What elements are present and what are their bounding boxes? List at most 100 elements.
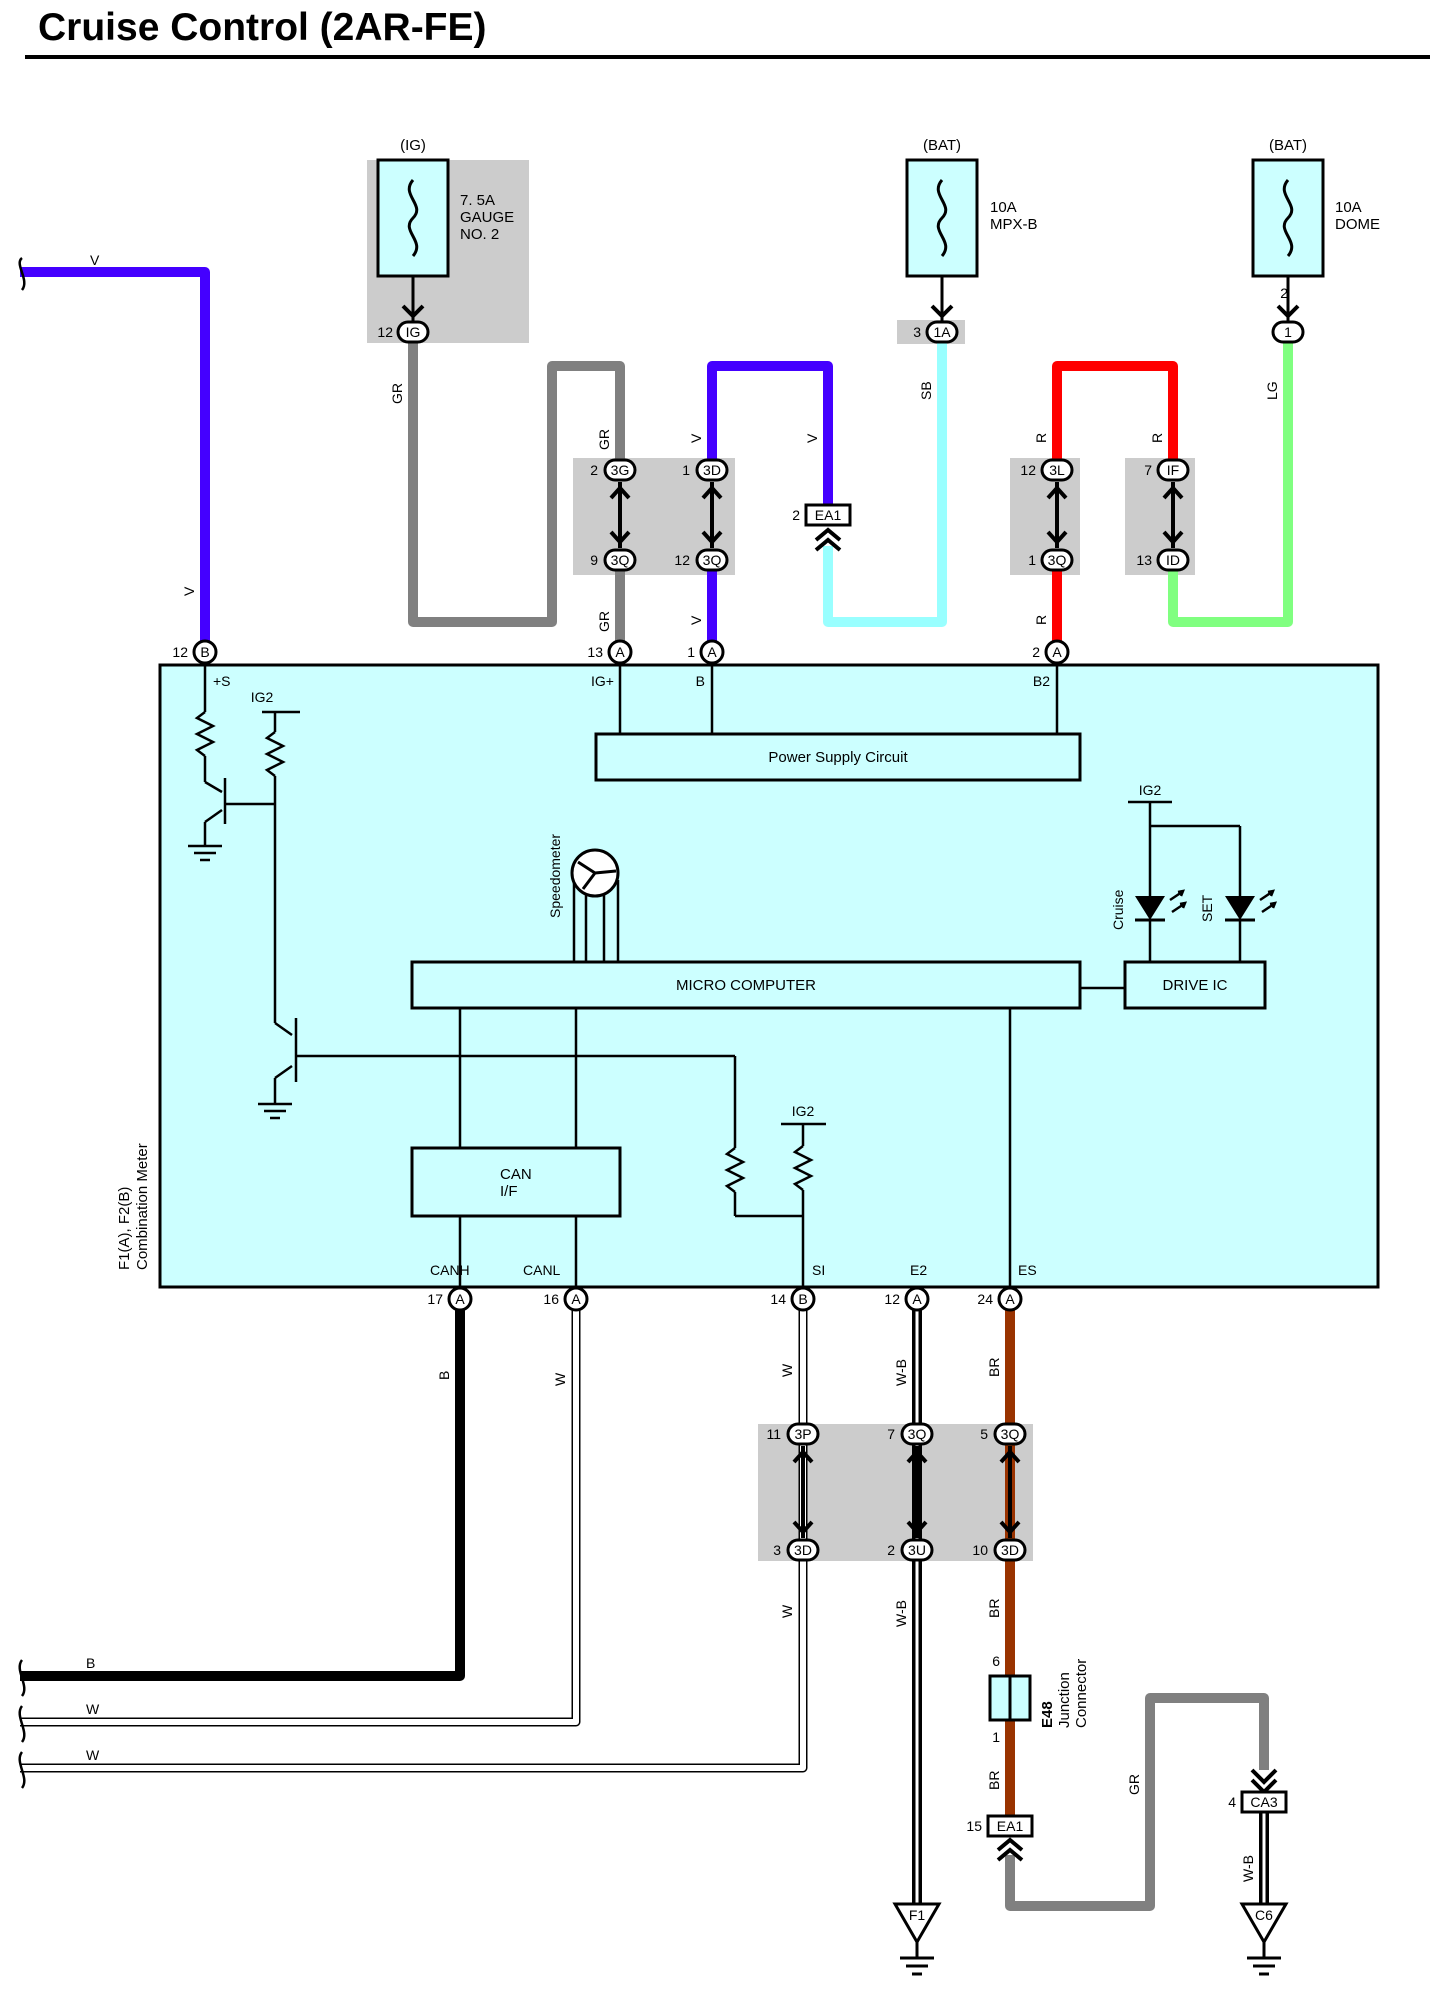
splice-3q-lower-top: 3Q	[908, 1426, 927, 1442]
wire-label-e2-wb1: W-B	[893, 1359, 909, 1386]
splice-3g-pin-top: 2	[590, 462, 598, 478]
fuse-ig-source: (IG)	[400, 137, 426, 154]
connector-ea1-bottom-label: EA1	[997, 1818, 1024, 1834]
wire-label-gr-up: GR	[596, 429, 612, 450]
meter-pin-24a-conn: A	[1005, 1291, 1015, 1307]
meter-pin-16a-num: 16	[543, 1291, 559, 1307]
junction-name-2: Connector	[1073, 1659, 1090, 1728]
power-supply-circuit-label: Power Supply Circuit	[768, 749, 908, 766]
wire-label-e2-wb2: W-B	[893, 1600, 909, 1627]
fuse-ig-name2: NO. 2	[460, 226, 499, 243]
meter-pin-12a	[904, 1286, 930, 1312]
wire-lg	[1168, 336, 1293, 627]
meter-pin-e2-label: E2	[910, 1262, 927, 1278]
splice-3l-pin-top: 12	[1020, 462, 1036, 478]
wire-label-es-br1: BR	[986, 1358, 1002, 1377]
wire-label-bl-w2: W	[86, 1747, 100, 1763]
splice-3l-3q	[1040, 458, 1074, 572]
meter-pin-12a-num: 12	[884, 1291, 900, 1307]
meter-name-label: Combination Meter	[134, 1143, 151, 1270]
wire-label-left-v2: V	[181, 586, 197, 596]
meter-pin-16a	[563, 1286, 589, 1312]
wire-label-es-br3: BR	[986, 1771, 1002, 1790]
connector-ig-pin: 12	[377, 324, 393, 340]
splice-3q-3u	[900, 1422, 934, 1562]
junction-pin-top: 6	[992, 1653, 1000, 1669]
set-led-label: SET	[1199, 894, 1215, 922]
connector-1a	[925, 304, 959, 344]
meter-pin-17a-conn: A	[455, 1291, 465, 1307]
meter-ref-label: F1(A), F2(B)	[116, 1187, 133, 1270]
connector-ca3-pin: 4	[1228, 1794, 1236, 1810]
splice-id-bot: ID	[1166, 552, 1180, 568]
splice-3d-bot: 3Q	[703, 552, 722, 568]
ground-f1-label: F1	[909, 1907, 926, 1923]
wire-gr-bottom	[1005, 1693, 1269, 1911]
splice-3d-lower-pin-bot: 3	[773, 1542, 781, 1558]
meter-pin-12b-label: +S	[213, 673, 231, 689]
splice-3u-bot: 3U	[908, 1542, 926, 1558]
wire-label-si-w1: W	[779, 1363, 795, 1377]
speedometer-gauge	[570, 848, 620, 898]
splice-3q-es-pin-top: 5	[980, 1426, 988, 1442]
fuse-dome	[1251, 158, 1325, 278]
connector-ea1-top-pin: 2	[792, 507, 800, 523]
ig2-si-label: IG2	[792, 1103, 815, 1119]
junction-pin-bot: 1	[992, 1729, 1000, 1745]
wire-gr-ig	[408, 340, 625, 627]
fuse-mpx-name: MPX-B	[990, 216, 1038, 233]
can-if-label-1: CAN	[500, 1166, 532, 1183]
splice-3d-3q	[695, 458, 729, 572]
splice-3g-bot: 3Q	[611, 552, 630, 568]
junction-id: E48	[1039, 1701, 1056, 1728]
fuse-dome-name: DOME	[1335, 216, 1380, 233]
splice-3p-3d	[786, 1422, 820, 1562]
connector-ca3	[1240, 1768, 1288, 1814]
connector-1a-label: 1A	[933, 324, 951, 340]
wire-label-lg: LG	[1264, 381, 1280, 400]
wire-label-r-left: R	[1033, 433, 1049, 443]
connector-1	[1271, 304, 1305, 344]
can-if-box	[410, 1146, 622, 1218]
wire-r	[1052, 361, 1178, 470]
splice-3q-lower-pin-top: 7	[887, 1426, 895, 1442]
micro-computer-box	[410, 960, 1082, 1010]
connector-ea1-bottom-pin: 15	[966, 1818, 982, 1834]
meter-pin-canl-label: CANL	[523, 1262, 561, 1278]
wire-label-es-br2: BR	[986, 1599, 1002, 1618]
wire-label-r-right: R	[1149, 433, 1165, 443]
title-underline	[25, 55, 1430, 59]
wire-label-v-right: V	[804, 433, 820, 443]
wire-label-ig-gr: GR	[389, 383, 405, 404]
cruise-led	[1135, 889, 1188, 922]
meter-pin-14b-num: 14	[770, 1291, 786, 1307]
fuse-dome-source: (BAT)	[1269, 137, 1307, 154]
meter-pin-13a-num: 13	[587, 644, 603, 660]
meter-pin-13a-label: IG+	[591, 673, 614, 689]
fuse-gauge-no2	[376, 158, 450, 278]
splice-3d-pin-bot: 12	[674, 552, 690, 568]
meter-pin-canh-label: CANH	[430, 1262, 470, 1278]
meter-pin-si-label: SI	[812, 1262, 825, 1278]
meter-pin-2a-label: B2	[1033, 673, 1050, 689]
fuse-mpx-b	[905, 158, 979, 278]
wire-label-r-down: R	[1033, 615, 1049, 625]
wire-v-3d	[707, 361, 833, 505]
splice-3d-es-pin-bot: 10	[972, 1542, 988, 1558]
wire-label-v-up: V	[688, 433, 704, 443]
meter-pin-1a-label: B	[696, 673, 705, 689]
splice-if-top: IF	[1167, 462, 1179, 478]
meter-pin-2a-conn: A	[1052, 644, 1062, 660]
power-supply-circuit-box	[594, 732, 1082, 782]
splice-if-id	[1156, 458, 1190, 572]
connector-1-label: 1	[1284, 324, 1292, 340]
splice-3l-top: 3L	[1049, 462, 1065, 478]
wire-sb	[823, 336, 947, 627]
wire-label-bl-w1: W	[86, 1701, 100, 1717]
splice-3p-top: 3P	[794, 1426, 811, 1442]
meter-pin-13a-conn: A	[615, 644, 625, 660]
splice-3l-bot: 3Q	[1048, 552, 1067, 568]
meter-pin-12b-num: 12	[172, 644, 188, 660]
page-title: Cruise Control (2AR-FE)	[38, 6, 487, 49]
